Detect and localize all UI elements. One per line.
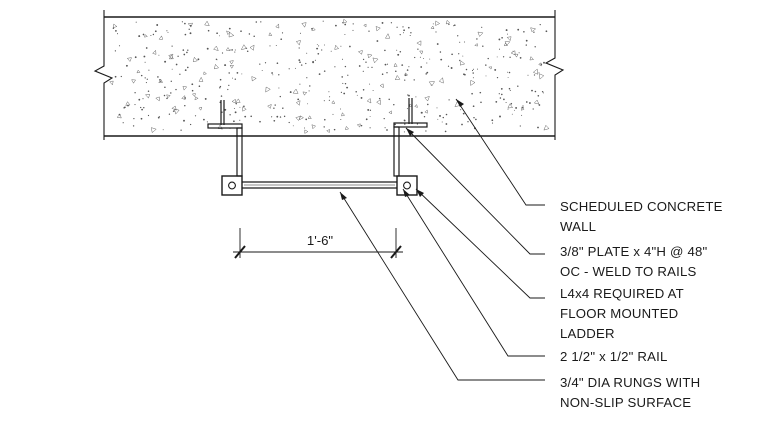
dimension-line: 1'-6" — [233, 228, 403, 259]
right-rail — [396, 175, 418, 196]
wall-break-line-right — [544, 10, 565, 140]
leader-rail — [402, 188, 545, 357]
dimension-tick-left — [234, 245, 246, 259]
leader-plate — [405, 127, 545, 255]
note-rungs: 3/4" DIA RUNGS WITH NON-SLIP SURFACE — [560, 375, 704, 410]
note-rungs-line-1: 3/4" DIA RUNGS WITH — [560, 375, 700, 390]
note-angle-line-3: LADDER — [560, 326, 615, 341]
note-plate: 3/8" PLATE x 4"H @ 48" OC - WELD TO RAIL… — [560, 244, 711, 279]
note-angle-line-2: FLOOR MOUNTED — [560, 306, 678, 321]
note-wall: SCHEDULED CONCRETE WALL — [560, 199, 726, 234]
left-anchor-plate — [207, 100, 243, 177]
wall-break-line-left — [93, 10, 114, 140]
note-rail: 2 1/2" x 1/2" RAIL — [560, 349, 668, 364]
note-plate-line-2: OC - WELD TO RAILS — [560, 264, 696, 279]
note-angle: L4x4 REQUIRED AT FLOOR MOUNTED LADDER — [560, 286, 688, 341]
concrete-wall — [93, 10, 565, 140]
note-wall-line-2: WALL — [560, 219, 596, 234]
note-rail-line-1: 2 1/2" x 1/2" RAIL — [560, 349, 668, 364]
note-rungs-line-2: NON-SLIP SURFACE — [560, 395, 691, 410]
leader-wall — [455, 98, 545, 206]
leader-rungs — [339, 191, 545, 381]
note-angle-line-1: L4x4 REQUIRED AT — [560, 286, 684, 301]
dimension-label: 1'-6" — [307, 233, 334, 248]
left-rail — [221, 175, 243, 196]
callout-notes: SCHEDULED CONCRETE WALL 3/8" PLATE x 4"H… — [560, 199, 726, 410]
concrete-stipple-pattern — [109, 18, 550, 134]
leader-lines — [339, 98, 545, 381]
leader-angle — [415, 188, 545, 299]
dimension-tick-right — [390, 245, 402, 259]
note-plate-line-1: 3/8" PLATE x 4"H @ 48" — [560, 244, 708, 259]
ladder-rung — [242, 181, 397, 189]
note-wall-line-1: SCHEDULED CONCRETE — [560, 199, 723, 214]
